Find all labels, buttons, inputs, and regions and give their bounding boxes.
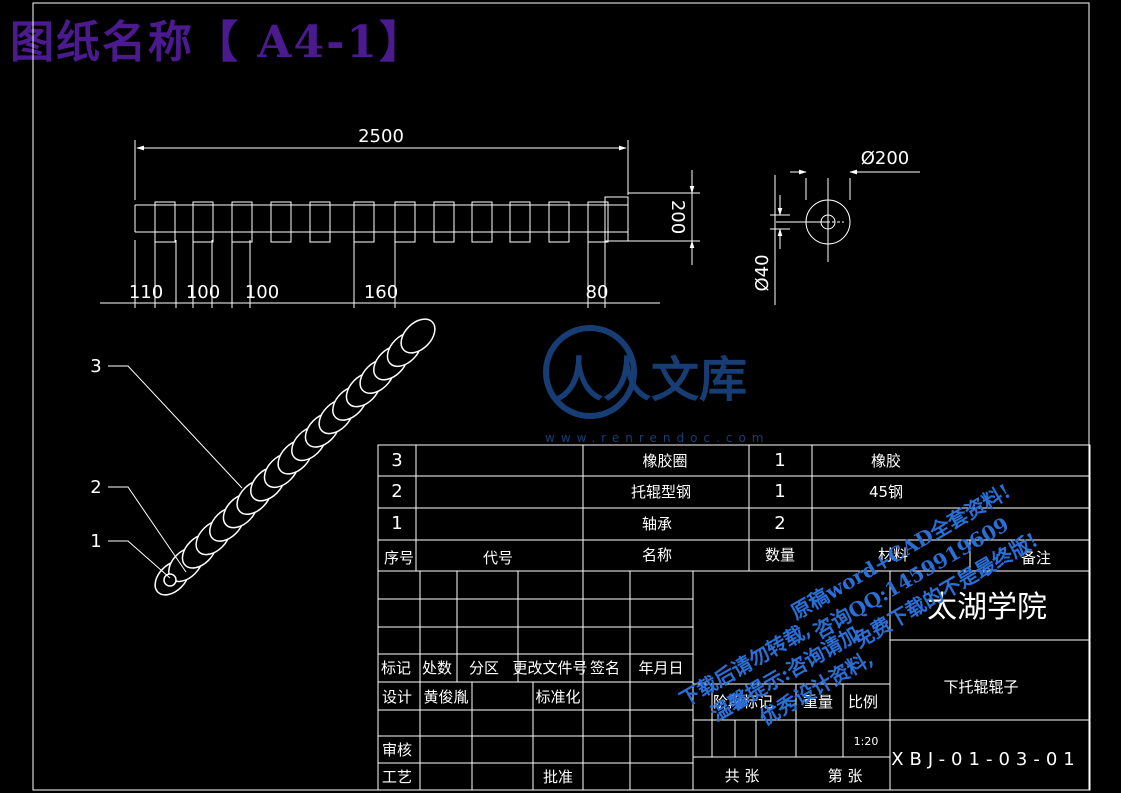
balloon-3: 3 — [90, 356, 101, 377]
rubber-ring — [309, 201, 331, 243]
tb-count: 处数 — [422, 659, 452, 677]
dim-160-label: 160 — [364, 282, 398, 303]
isometric-roller — [154, 318, 436, 596]
rubber-ring — [394, 201, 416, 243]
rubber-ring — [509, 201, 531, 243]
dim-height — [628, 170, 700, 265]
dim-d200-label: Ø200 — [861, 148, 910, 169]
rubber-ring — [587, 201, 609, 243]
site-logo-text: 人人文库 — [555, 352, 747, 408]
leaders — [108, 365, 243, 579]
part-name: 下托辊辊子 — [943, 678, 1018, 696]
dim-overall-length — [134, 140, 629, 200]
dim-80-label: 80 — [586, 282, 609, 303]
bom-row1-name: 轴承 — [642, 515, 672, 533]
title-block — [377, 570, 1091, 791]
bom-header-material: 材料 — [878, 546, 908, 564]
tb-review: 审核 — [382, 741, 412, 759]
tb-change-doc: 更改文件号 — [512, 659, 587, 677]
drawing-number: XBJ-01-03-01 — [891, 749, 1081, 770]
dim-200-label: 200 — [667, 200, 688, 234]
bom-header-qty: 数量 — [765, 546, 795, 564]
bom-row3-material: 橡胶 — [871, 452, 901, 470]
bom-row3-no: 3 — [391, 450, 402, 471]
bom-row3-qty: 1 — [774, 450, 785, 471]
rubber-ring — [353, 201, 375, 243]
tb-zone: 分区 — [469, 659, 499, 677]
rubber-ring — [192, 201, 214, 243]
rubber-ring — [270, 201, 292, 243]
balloon-2: 2 — [90, 477, 101, 498]
banner-title: 图纸名称【 A4-1】 — [10, 17, 425, 68]
tb-scale-label: 比例 — [848, 693, 878, 711]
tb-process: 工艺 — [382, 768, 412, 786]
rubber-ring — [548, 201, 570, 243]
bom-row1-no: 1 — [391, 513, 402, 534]
tb-sheet: 第 张 — [828, 767, 863, 785]
bom-row3-name: 橡胶圈 — [642, 452, 687, 470]
tb-designer: 黄俊胤 — [423, 688, 468, 706]
tb-scale: 1:20 — [854, 735, 879, 748]
site-watermark: 人人文库 www.renrendoc.com — [543, 325, 769, 445]
tb-design: 设计 — [382, 688, 412, 706]
dim-110-label: 110 — [129, 282, 163, 303]
dim-100b-label: 100 — [245, 282, 279, 303]
tb-weight: 重量 — [803, 693, 833, 711]
rubber-ring — [433, 201, 455, 243]
side-view — [770, 169, 920, 305]
front-view — [134, 196, 629, 243]
dim-100a-label: 100 — [186, 282, 220, 303]
rubber-ring — [471, 201, 493, 243]
rubber-ring — [154, 201, 176, 243]
tb-stage-mark: 阶段标记 — [713, 693, 773, 711]
bom-row2-name: 托辊型钢 — [631, 483, 691, 501]
site-url: www.renrendoc.com — [545, 431, 769, 445]
dim-d40-label: Ø40 — [752, 254, 773, 291]
tb-standard: 标准化 — [535, 688, 580, 706]
bom-header-no: 序号 — [384, 549, 414, 567]
bom-row1-qty: 2 — [774, 513, 785, 534]
rubber-ring — [231, 201, 253, 243]
tb-mark: 标记 — [381, 659, 411, 677]
dim-bottom — [100, 240, 660, 308]
school-name: 太湖学院 — [927, 590, 1047, 625]
bom-header-code: 代号 — [483, 549, 513, 567]
tb-approve: 批准 — [543, 768, 573, 786]
tb-total: 共 张 — [725, 767, 760, 785]
iso-shaft-end — [163, 573, 177, 587]
tb-date: 年月日 — [638, 659, 683, 677]
bom-header-note: 备注 — [1021, 549, 1051, 567]
dim-2500-label: 2500 — [358, 126, 404, 147]
bom-header-name: 名称 — [642, 546, 672, 564]
balloon-1: 1 — [90, 531, 101, 552]
bom-row2-no: 2 — [391, 481, 402, 502]
bom-row2-material: 45钢 — [869, 483, 903, 501]
bom-row2-qty: 1 — [774, 481, 785, 502]
tb-sign: 签名 — [590, 659, 620, 677]
iso-ring — [400, 318, 436, 354]
